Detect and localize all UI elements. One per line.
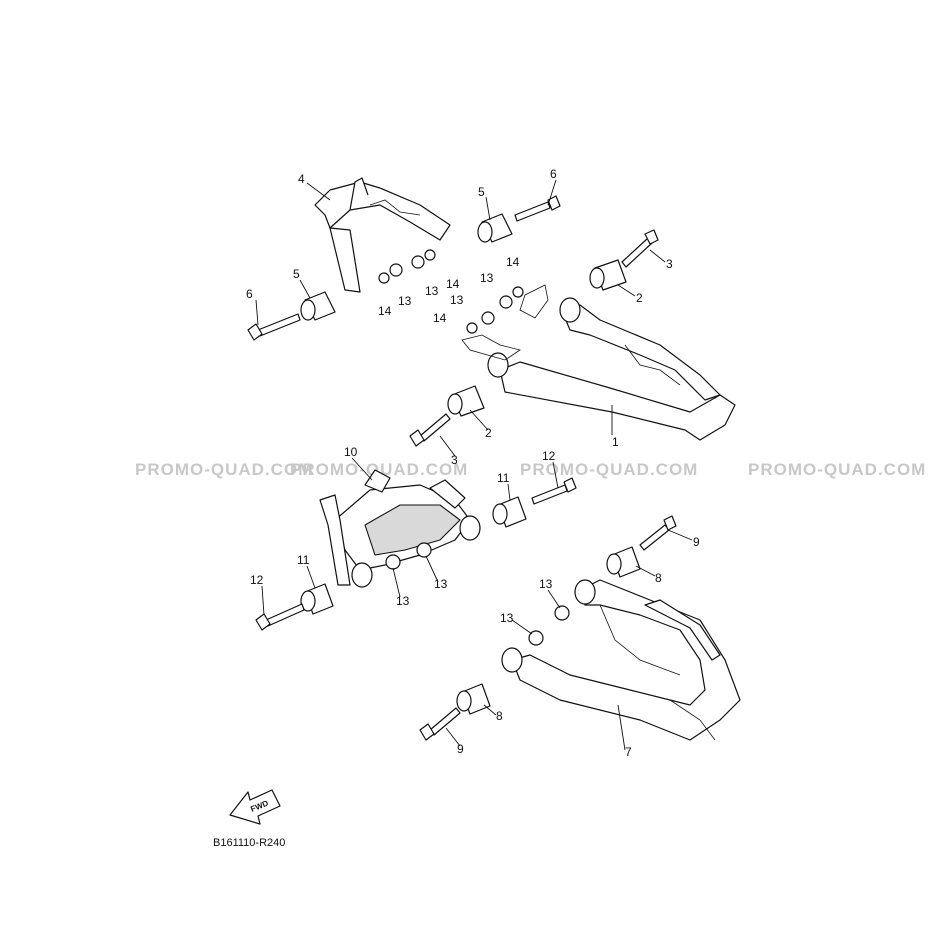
diagram-code: B161110-R240	[213, 837, 285, 849]
callout-3b: 3	[451, 453, 458, 467]
callout-13d: 13	[450, 293, 464, 307]
callout-13e: 13	[396, 594, 410, 608]
callout-11a: 11	[497, 471, 510, 485]
bolt-9-lower	[419, 707, 461, 741]
callout-14d: 14	[433, 311, 447, 325]
callout-10: 10	[344, 445, 358, 459]
nuts-lower	[528, 605, 570, 646]
bolt-3-upper	[621, 229, 659, 268]
nuts-middle	[385, 542, 432, 570]
bushing-2-lower	[447, 385, 485, 417]
callout-13f: 13	[434, 577, 448, 591]
bolt-12-left	[255, 603, 305, 631]
bushing-11-left	[300, 583, 334, 615]
callout-7: 7	[625, 745, 632, 759]
watermark-3: PROMO-QUAD.COM	[520, 460, 698, 479]
callout-3a: 3	[666, 257, 673, 271]
callout-6b: 6	[246, 287, 253, 301]
callout-6a: 6	[550, 167, 557, 181]
callout-9a: 9	[693, 535, 700, 549]
callout-12a: 12	[542, 449, 556, 463]
callout-2a: 2	[636, 291, 643, 305]
callout-13b: 13	[425, 284, 439, 298]
bushing-11-right	[492, 496, 527, 528]
bolt-6-right	[514, 195, 561, 222]
callout-13g: 13	[539, 577, 553, 591]
callout-5a: 5	[478, 185, 485, 199]
callout-14a: 14	[378, 304, 392, 318]
callout-13c: 13	[480, 271, 494, 285]
callout-5b: 5	[293, 267, 300, 281]
bushing-8-upper	[606, 546, 641, 578]
fwd-arrow-icon: FWD	[229, 789, 281, 825]
callout-9b: 9	[457, 742, 464, 756]
watermark-1: PROMO-QUAD.COM	[135, 460, 313, 479]
callout-8b: 8	[496, 709, 503, 723]
bushing-2-upper	[589, 259, 627, 291]
watermark-4: PROMO-QUAD.COM	[748, 460, 926, 479]
callout-11b: 11	[297, 553, 310, 567]
callout-14b: 14	[446, 277, 460, 291]
bushing-8-lower	[456, 683, 491, 715]
bushing-5-left	[300, 291, 336, 321]
watermark-2: PROMO-QUAD.COM	[290, 460, 468, 479]
part-4-bracket	[314, 177, 451, 293]
nuts-washers-upper	[378, 249, 524, 334]
bolt-6-left	[247, 313, 301, 341]
callout-8a: 8	[655, 571, 662, 585]
callout-4: 4	[298, 172, 305, 186]
bolt-3-lower	[409, 413, 451, 447]
part-7-lower-arm	[501, 579, 741, 741]
bolt-9-upper	[639, 515, 677, 551]
bushing-5-right	[477, 213, 513, 243]
part-1-upper-arm	[487, 297, 736, 441]
callout-12b: 12	[250, 573, 264, 587]
callout-14c: 14	[506, 255, 520, 269]
callout-1: 1	[612, 435, 619, 449]
bolt-12-right	[531, 477, 577, 505]
callout-13a: 13	[398, 294, 412, 308]
callout-13h: 13	[500, 611, 514, 625]
callout-2b: 2	[485, 426, 492, 440]
part-10-bracket	[319, 469, 481, 588]
callouts: 1 2 2 3 3 4 5 5 6 6 7 8 8 9 9 10 11 11 1…	[246, 167, 700, 759]
leader-lines	[255, 179, 693, 751]
